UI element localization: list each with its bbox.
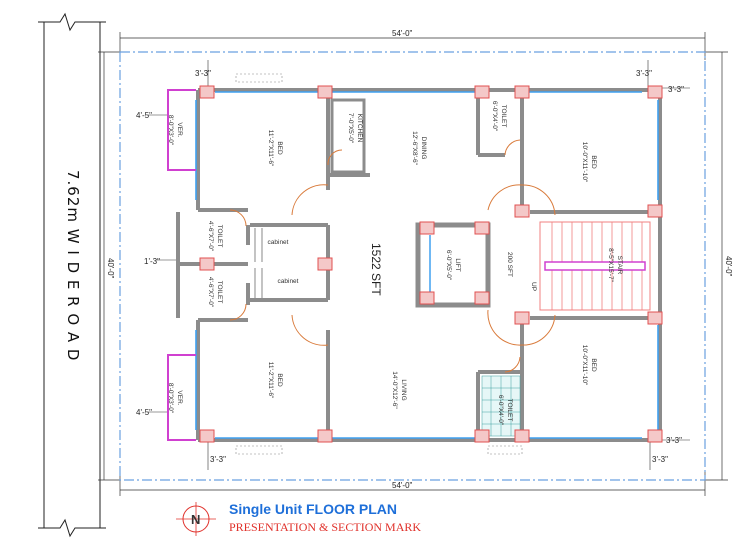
setback-bottom-right: 3'-3" — [652, 455, 668, 464]
toilet-bottom-size: 6'-0"X4'-0" — [497, 395, 504, 426]
verandah-top: VER. 8'-0"X3'-0" — [167, 115, 183, 146]
verandahs — [167, 89, 196, 441]
bed-top-left: BED 11'-2"X11'-6" — [267, 130, 283, 167]
stair-size: 8'-5"X15'-7" — [607, 248, 614, 283]
toilet-top-size: 6'-0"X4'-0" — [491, 101, 498, 132]
bed-top-right-size: 10'-0"X11'-10" — [581, 142, 588, 183]
dining: DINING 12'-6"X8'-6" — [411, 131, 427, 166]
lift-name: LIFT — [454, 258, 461, 271]
toilet-left-1-size: 4'-6"X7'-0" — [207, 221, 214, 252]
bed-top-right-name: BED — [590, 155, 597, 169]
columns — [199, 85, 663, 443]
living-name: LIVING — [400, 379, 407, 400]
kitchen-size: 7'-0"X5'-0" — [347, 113, 354, 144]
setback-markers — [148, 60, 690, 470]
plan-title: Single Unit FLOOR PLAN — [229, 501, 397, 517]
bed-bottom-right: BED 10'-0"X11'-10" — [581, 345, 597, 386]
doors — [229, 139, 556, 373]
verandah-bottom-size: 8'-0"X3'-0" — [167, 383, 174, 414]
dim-bottom: 54'-0" — [392, 481, 413, 490]
cabinet-label-2: cabinet — [278, 278, 299, 285]
stair-label: STAIR 8'-5"X15'-7" — [607, 248, 623, 283]
verandah-bottom: VER. 8'-0"X3'-0" — [167, 383, 183, 414]
plot-dimensions — [98, 32, 728, 496]
dim-right: 40'-0" — [724, 256, 733, 277]
cabinet-label-1: cabinet — [268, 239, 289, 246]
bed-bottom-left: BED 11'-2"X11'-6" — [267, 362, 283, 399]
verandah-top-offset: 4'-5" — [136, 111, 152, 120]
toilet-left-1: TOILET 4'-6"X7'-0" — [207, 221, 223, 252]
lobby-area-label: 200 SFT — [506, 252, 513, 277]
lift-size: 6'-0"X5'-0" — [445, 250, 452, 281]
setback-top-right-side: 3'-3" — [668, 85, 684, 94]
verandah-top-name: VER. — [176, 122, 183, 137]
stair-name: STAIR — [616, 256, 623, 275]
left-mid-offset: 1'-3" — [144, 257, 160, 266]
window-bands — [195, 91, 659, 439]
living-size: 14'-0"X12'-6" — [391, 371, 398, 409]
dining-size: 12'-6"X8'-6" — [411, 131, 418, 166]
setback-top-left: 3'-3" — [195, 69, 211, 78]
toilet-left-2: TOILET 4'-6"X7'-0" — [207, 277, 223, 308]
road-label: 7.62m W I D E R O A D — [64, 170, 82, 361]
dim-left: 40'-0" — [106, 258, 115, 279]
toilet-top: TOILET 6'-0"X4'-0" — [491, 101, 507, 132]
setback-top-right: 3'-3" — [636, 69, 652, 78]
toilet-tiles — [481, 375, 521, 437]
bed-top-left-name: BED — [276, 141, 283, 155]
kitchen-counter — [330, 98, 366, 174]
bed-bottom-left-name: BED — [276, 373, 283, 387]
bed-top-right: BED 10'-0"X11'-10" — [581, 142, 597, 183]
kitchen: KITCHEN 7'-0"X5'-0" — [347, 113, 363, 144]
toilet-bottom-name: TOILET — [506, 399, 513, 422]
bed-bottom-left-size: 11'-2"X11'-6" — [267, 362, 274, 399]
verandah-bottom-offset: 4'-5" — [136, 408, 152, 417]
stair — [539, 221, 651, 311]
plan-subtitle: PRESENTATION & SECTION MARK — [229, 520, 421, 534]
north-letter: N — [191, 512, 200, 527]
toilet-left-2-size: 4'-6"X7'-0" — [207, 277, 214, 308]
bed-top-left-size: 11'-2"X11'-6" — [267, 130, 274, 167]
dashed-outlines — [235, 73, 523, 455]
north-arrow-icon: N — [176, 502, 216, 536]
dining-name: DINING — [420, 137, 427, 160]
bed-bottom-right-size: 10'-0"X11'-10" — [581, 345, 588, 386]
living: LIVING 14'-0"X12'-6" — [391, 371, 407, 409]
verandah-top-size: 8'-0"X3'-0" — [167, 115, 174, 146]
lift-shaft — [415, 222, 491, 308]
area-label: 1522 SFT — [369, 243, 383, 296]
kitchen-name: KITCHEN — [356, 114, 363, 143]
setback-boundary — [119, 51, 706, 481]
lift: LIFT 6'-0"X5'-0" — [445, 250, 461, 281]
bed-bottom-right-name: BED — [590, 358, 597, 372]
setback-bottom-right-side: 3'-3" — [666, 436, 682, 445]
toilet-top-name: TOILET — [500, 105, 507, 128]
dim-top: 54'-0" — [392, 29, 413, 38]
cabinets — [254, 228, 263, 298]
toilet-left-1-name: TOILET — [216, 225, 223, 248]
stair-up-label: UP — [530, 282, 537, 291]
toilet-left-2-name: TOILET — [216, 281, 223, 304]
setback-bottom-left: 3'-3" — [210, 455, 226, 464]
toilet-bottom: TOILET 6'-0"X4'-0" — [497, 395, 513, 426]
road-strip: 7.62m W I D E R O A D — [38, 12, 106, 538]
verandah-bottom-name: VER. — [176, 390, 183, 405]
exterior-walls — [196, 88, 662, 442]
